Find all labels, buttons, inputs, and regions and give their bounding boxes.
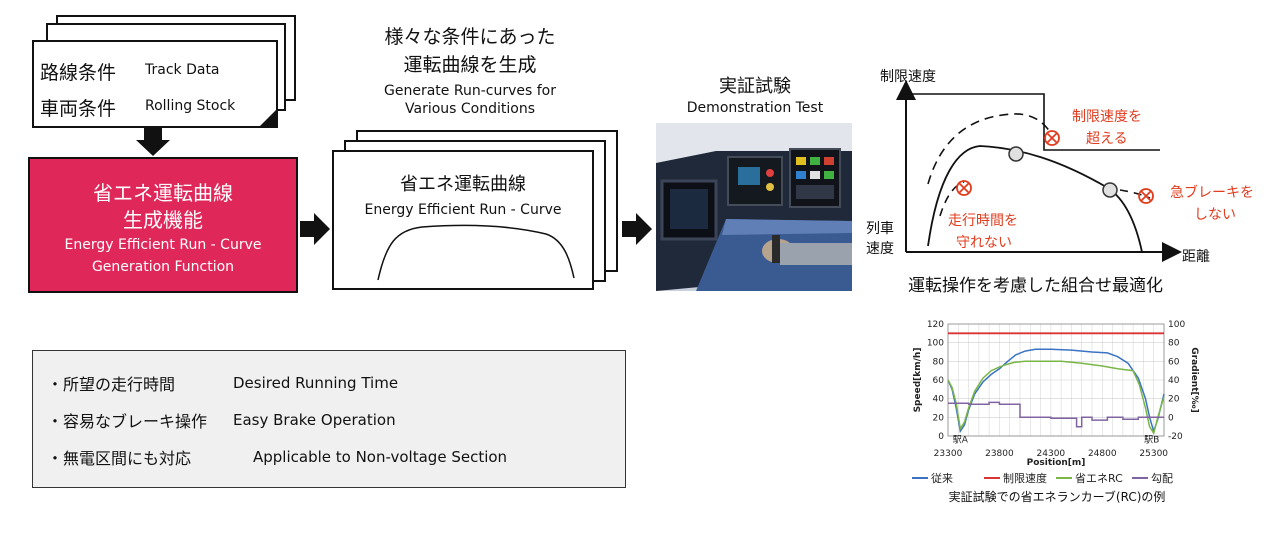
- y-tick-label: 40: [933, 395, 945, 405]
- generator-en-line2: Generation Function: [91, 259, 235, 275]
- demo-title: 実証試験: [719, 76, 791, 97]
- sample-run-curve: [377, 224, 575, 281]
- run-curve-en: Energy Efficient Run - Curve: [364, 202, 562, 218]
- series-line: [948, 401, 1164, 428]
- time-label-1: 走行時間を: [948, 213, 1018, 229]
- feature-3-en: Applicable to Non-voltage Section: [253, 448, 508, 466]
- train-speed-label-1: 列車: [866, 221, 894, 237]
- x-tick-label: 25300: [1139, 449, 1168, 459]
- x-tick-label: 23800: [985, 449, 1014, 459]
- y-tick-label: 20: [933, 413, 945, 423]
- features-box: ・所望の走行時間 Desired Running Time ・容易なブレーキ操作…: [32, 350, 626, 488]
- generator-en-line1: Energy Efficient Run - Curve: [64, 237, 262, 253]
- legend-entry: 従来: [931, 472, 953, 485]
- x-tick-label: 24800: [1088, 449, 1117, 459]
- cab-photo: [656, 123, 852, 291]
- brake-label-2: しない: [1194, 207, 1236, 223]
- x-mark-icon: [1138, 188, 1154, 204]
- y-right-tick-label: 0: [1168, 413, 1174, 423]
- station-label: 駅B: [1144, 435, 1159, 446]
- y-tick-label: 60: [933, 376, 945, 386]
- x-axis-label: Position[m]: [1027, 458, 1086, 468]
- right-arrow-icon: [300, 213, 330, 245]
- x-tick-label: 23300: [934, 449, 963, 459]
- chart-caption: 実証試験での省エネランカーブ(RC)の例: [948, 490, 1166, 504]
- legend-entry: 省エネRC: [1075, 472, 1123, 485]
- exceed-label-1: 制限速度を: [1072, 109, 1142, 125]
- card-fold-corner: [258, 110, 276, 128]
- combination-optimization-title: 運転操作を考慮した組合せ最適化: [908, 276, 1163, 296]
- y-tick-label: 80: [933, 357, 945, 367]
- demo-subtitle: Demonstration Test: [686, 100, 824, 116]
- generation-function-box: 省エネ運転曲線 生成機能 Energy Efficient Run - Curv…: [28, 157, 298, 293]
- station-label: 駅A: [953, 435, 969, 446]
- exceed-label-2: 超える: [1086, 131, 1128, 147]
- time-label-2: 守れない: [956, 235, 1012, 251]
- feature-3-ja: ・無電区間にも対応: [47, 449, 192, 468]
- y-right-tick-label: 20: [1168, 395, 1180, 405]
- generator-title-line1: 省エネ運転曲線: [93, 181, 233, 205]
- run-curve-card: 省エネ運転曲線 Energy Efficient Run - Curve: [332, 150, 594, 290]
- various-en-line1: Generate Run-curves for: [384, 83, 556, 99]
- down-arrow-icon: [136, 128, 170, 156]
- x-tick-label: 24300: [1037, 449, 1066, 459]
- vehicle-condition-label: 車両条件: [40, 98, 117, 120]
- train-speed-label-2: 速度: [866, 241, 894, 257]
- route-condition-en: Track Data: [145, 62, 220, 78]
- y-axis-label: Speed[km/h]: [913, 348, 923, 413]
- legend-entry: 勾配: [1151, 472, 1173, 485]
- route-condition-label: 路線条件: [40, 62, 117, 84]
- y-right-tick-label: 60: [1168, 357, 1180, 367]
- various-en-line2: Various Conditions: [405, 101, 535, 117]
- various-title-line2: 運転曲線を生成: [403, 54, 537, 76]
- y-right-tick-label: 40: [1168, 376, 1180, 386]
- legend-entry: 制限速度: [1003, 471, 1047, 485]
- feature-1-ja: ・所望の走行時間: [47, 375, 176, 394]
- x-mark-icon: [956, 180, 972, 196]
- series-line: [947, 360, 1165, 436]
- various-title-line1: 様々な条件にあった: [384, 26, 556, 48]
- y-tick-label: 120: [927, 320, 944, 330]
- x-mark-icon: [1044, 130, 1060, 146]
- demo-run-curve-chart: 0 20 40 60 80 100 120 -20 0 20 40 60 80 100 23300 23800…: [912, 320, 1199, 485]
- y-right-tick-label: -20: [1168, 432, 1183, 442]
- distance-axis-label: 距離: [1182, 249, 1210, 265]
- input-conditions-card: 路線条件 Track Data 車両条件 Rolling Stock: [32, 40, 278, 128]
- feature-2-ja: ・容易なブレーキ操作: [47, 412, 208, 431]
- speed-limit-axis-label: 制限速度: [880, 69, 936, 85]
- y-right-axis-label: Gradient[‰]: [1189, 347, 1199, 412]
- right-arrow-icon: [622, 213, 652, 245]
- speed-concept-diagram: [896, 80, 1182, 262]
- vehicle-condition-en: Rolling Stock: [145, 98, 236, 114]
- run-curve-title: 省エネ運転曲線: [400, 174, 526, 195]
- brake-label-1: 急ブレーキを: [1170, 185, 1254, 201]
- y-tick-label: 100: [927, 339, 944, 349]
- y-tick-label: 0: [938, 432, 944, 442]
- generator-title-line2: 生成機能: [123, 208, 203, 232]
- y-right-tick-label: 100: [1168, 320, 1185, 330]
- y-right-tick-label: 80: [1168, 339, 1180, 349]
- feature-1-en: Desired Running Time: [233, 374, 399, 392]
- feature-2-en: Easy Brake Operation: [233, 411, 396, 429]
